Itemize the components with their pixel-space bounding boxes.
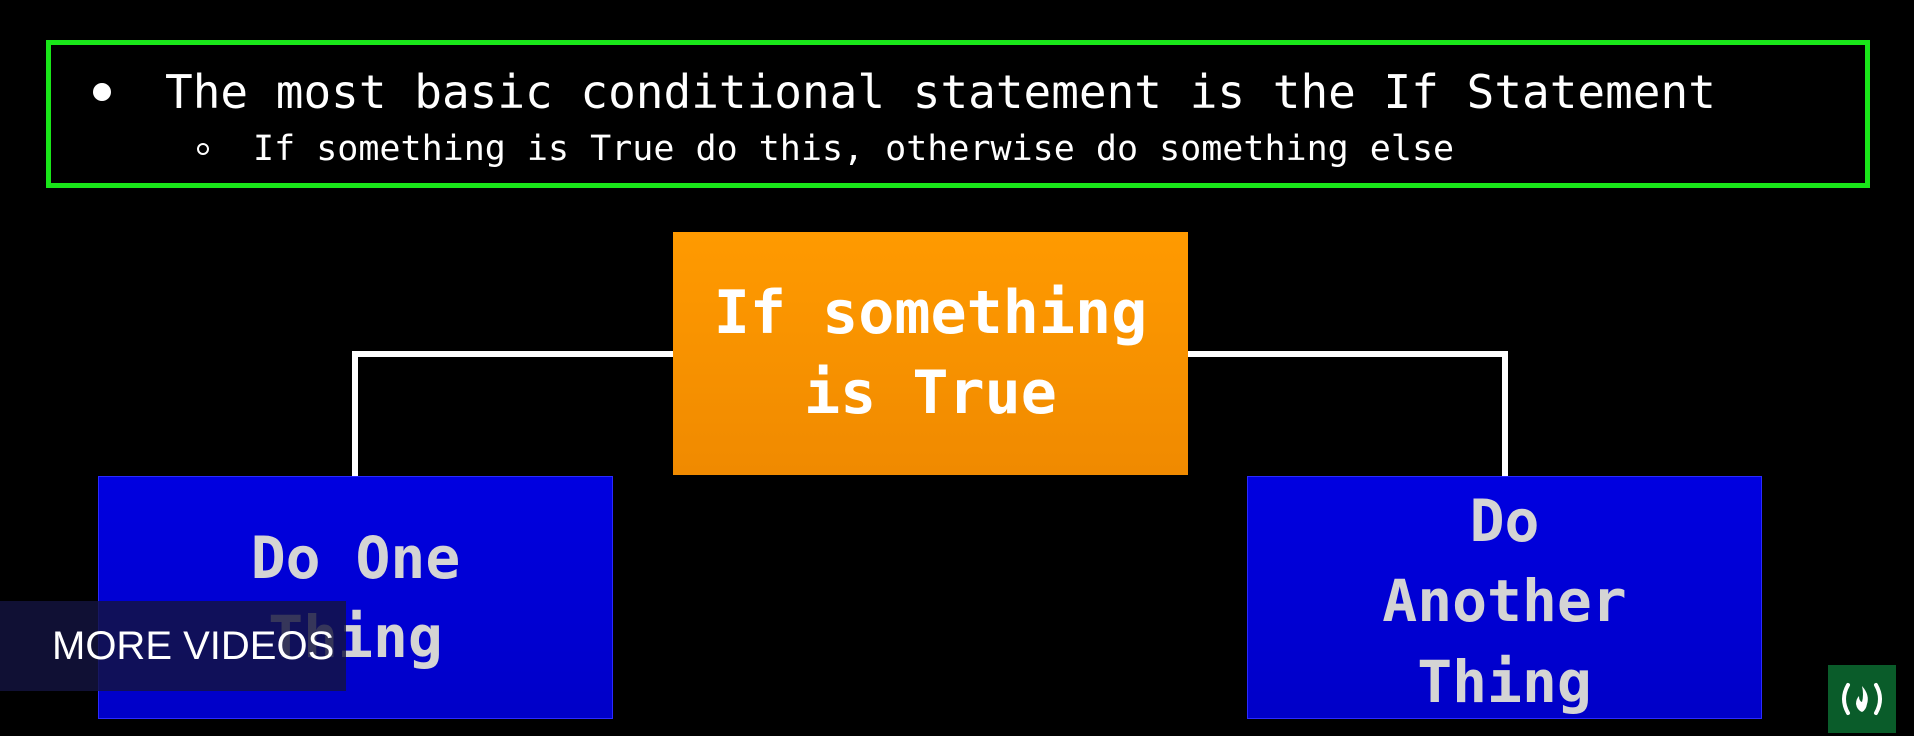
freecodecamp-logo-button[interactable]: [1828, 665, 1896, 733]
connector-right-vertical: [1502, 351, 1508, 477]
freecodecamp-logo-icon: [1842, 683, 1882, 715]
condition-node: If something is True: [673, 232, 1188, 475]
more-videos-label: MORE VIDEOS: [52, 623, 335, 668]
sub-bullet-item: If something is True do this, otherwise …: [197, 129, 1454, 169]
sub-bullet-circle-icon: [197, 143, 209, 155]
more-videos-button[interactable]: MORE VIDEOS: [0, 601, 346, 691]
bullet-dot-icon: [93, 83, 111, 101]
bullet-box: The most basic conditional statement is …: [46, 40, 1870, 188]
connector-left-horizontal: [352, 351, 674, 357]
condition-node-label: If something is True: [713, 277, 1148, 428]
sub-bullet-text: If something is True do this, otherwise …: [253, 129, 1455, 169]
right-branch-node: Do Another Thing: [1247, 476, 1762, 719]
right-branch-label: Do Another Thing: [1382, 487, 1627, 716]
bullet-item: The most basic conditional statement is …: [93, 65, 1716, 119]
connector-right-horizontal: [1187, 351, 1508, 357]
bullet-text: The most basic conditional statement is …: [165, 65, 1716, 119]
connector-left-vertical: [352, 351, 358, 477]
